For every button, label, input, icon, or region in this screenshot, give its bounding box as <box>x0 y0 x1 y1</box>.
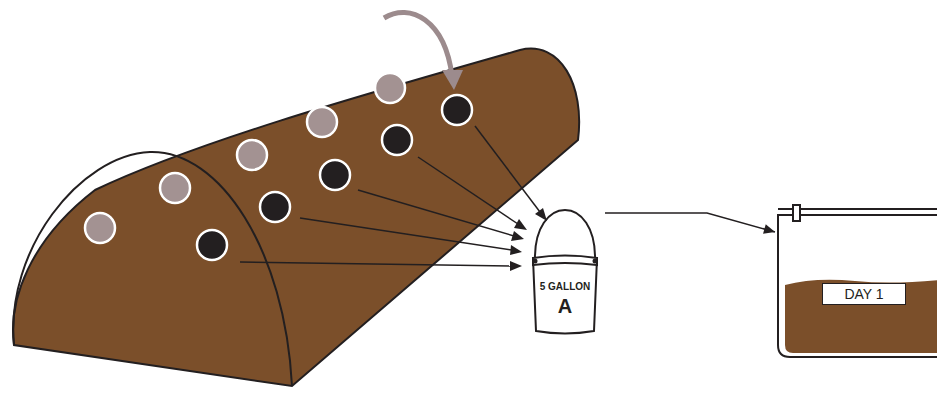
bucket-node: 5 GALLON A <box>525 195 605 337</box>
flow-arrow <box>605 213 775 234</box>
bucket-size-label: 5 GALLON <box>525 281 605 292</box>
rotation-arrowhead <box>442 70 463 90</box>
sample-bag-node: DAY 1 <box>775 205 937 363</box>
bucket-letter: A <box>525 295 605 318</box>
pile-front-face <box>13 152 292 386</box>
black-sample-points <box>197 95 472 260</box>
compost-pile <box>13 49 579 386</box>
day-label: DAY 1 <box>822 283 906 305</box>
rotation-arrow <box>384 12 452 76</box>
sample-leader-lines <box>240 126 540 266</box>
grey-sample-points <box>85 73 405 243</box>
